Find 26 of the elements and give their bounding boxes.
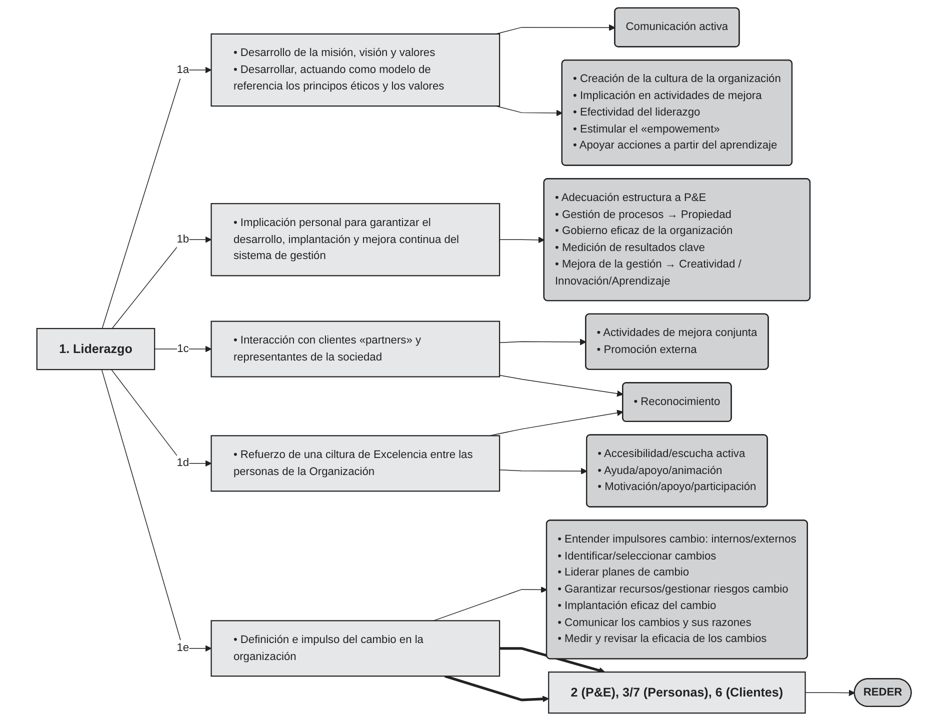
edge-label: 1c — [178, 342, 190, 355]
node-box: 2 (P&E), 3/7 (Personas), 6 (Clientes) — [548, 672, 806, 714]
node-box: 1. Liderazgo — [36, 328, 156, 370]
edge-label: 1b — [177, 232, 190, 246]
node-box: • Implicación personal para garantizar el desarrollo, implantación y mejora continua del sistema de gestión — [211, 203, 501, 276]
arrow — [444, 674, 550, 702]
arrow — [500, 374, 624, 397]
arrow — [112, 236, 212, 329]
arrow — [434, 586, 548, 622]
edge-label: 1d — [177, 456, 190, 470]
arrow — [102, 369, 212, 652]
node-box: • Refuerzo de una ciltura de Excelencia entre las personas de la Organización — [211, 435, 501, 492]
arrow — [805, 690, 856, 696]
arrow — [500, 647, 606, 674]
node-box: • Interacción con clientes «partners» y representantes de la sociedad — [211, 320, 501, 378]
arrow — [500, 468, 588, 474]
edge-label: 1e — [177, 642, 190, 654]
arrow — [102, 66, 212, 329]
arrow — [111, 369, 212, 467]
node-box: • Definición e impulso del cambio en la organización — [211, 620, 501, 677]
arrow — [500, 236, 545, 244]
arrow — [154, 346, 212, 352]
node-box: • Desarrollo de la misión, visión y valores • Desarrollar, actuando como modelo de referencia los principos éticos y los valores — [211, 33, 501, 107]
arrow — [496, 106, 564, 116]
edge-label: 1a — [177, 63, 190, 76]
arrow — [500, 338, 587, 346]
